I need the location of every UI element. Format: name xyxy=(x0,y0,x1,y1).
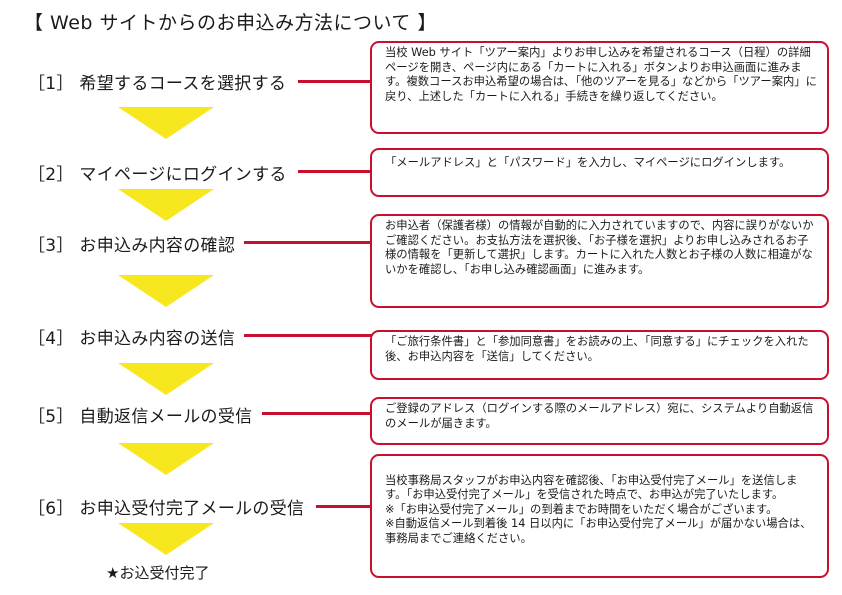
step-4-description-box: 「ご旅行条件書」と「参加同意書」をお読みの上､「同意する」にチェックを入れた後、… xyxy=(370,330,829,380)
step-6-description-box: 当校事務局スタッフがお申込内容を確認後､「お申込受付完了メール」を送信します。「… xyxy=(370,454,829,578)
step-2-description: 「メールアドレス」と「パスワード」を入力し、マイページにログインします。 xyxy=(385,156,791,169)
step-2-connector xyxy=(298,170,372,173)
step-3-description-box: お申込者（保護者様）の情報が自動的に入力されていますので、内容に誤りがないかご確… xyxy=(370,214,829,308)
step-1-description: 当校 Web サイト「ツアー案内」よりお申し込みを希望されるコース（日程）の詳細… xyxy=(385,46,817,103)
step-5-description-box: ご登録のアドレス（ログインする際のメールアドレス）宛に、システムより自動返信のメ… xyxy=(370,397,829,445)
step-5-description: ご登録のアドレス（ログインする際のメールアドレス）宛に、システムより自動返信のメ… xyxy=(385,402,814,430)
step-1-connector xyxy=(298,80,372,83)
step-2-description-box: 「メールアドレス」と「パスワード」を入力し、マイページにログインします。 xyxy=(370,148,829,197)
down-arrow-4 xyxy=(118,363,214,395)
down-arrow-1 xyxy=(118,107,214,139)
step-4-label: ［4］ お申込み内容の送信 xyxy=(28,329,236,349)
step-1-label: ［1］ 希望するコースを選択する xyxy=(28,74,287,94)
step-1-description-box: 当校 Web サイト「ツアー案内」よりお申し込みを希望されるコース（日程）の詳細… xyxy=(370,41,829,134)
step-6-connector xyxy=(316,505,372,508)
completion-label: ★お込受付完了 xyxy=(106,564,210,582)
down-arrow-3 xyxy=(118,275,214,307)
step-4-description: 「ご旅行条件書」と「参加同意書」をお読みの上､「同意する」にチェックを入れた後、… xyxy=(385,335,809,363)
step-2-label: ［2］ マイページにログインする xyxy=(28,165,287,185)
step-5-connector xyxy=(262,412,372,415)
step-6-description: 当校事務局スタッフがお申込内容を確認後､「お申込受付完了メール」を送信します。「… xyxy=(385,473,812,545)
step-6-label: ［6］ お申込受付完了メールの受信 xyxy=(28,499,305,519)
step-4-connector xyxy=(244,334,372,337)
down-arrow-6 xyxy=(118,523,214,555)
step-5-label: ［5］ 自動返信メールの受信 xyxy=(28,407,253,427)
page-title: 【 Web サイトからのお申込み方法について 】 xyxy=(24,12,437,34)
step-3-label: ［3］ お申込み内容の確認 xyxy=(28,236,236,256)
step-3-description: お申込者（保護者様）の情報が自動的に入力されていますので、内容に誤りがないかご確… xyxy=(385,219,814,276)
down-arrow-2 xyxy=(118,189,214,221)
down-arrow-5 xyxy=(118,443,214,475)
step-3-connector xyxy=(244,241,372,244)
